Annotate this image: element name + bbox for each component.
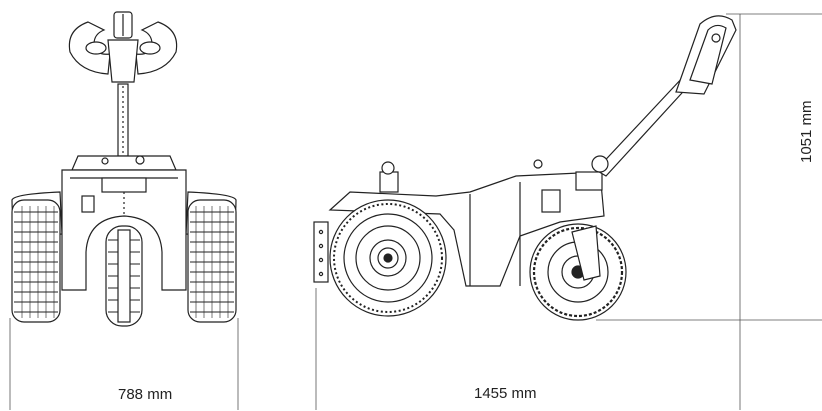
length-dimension-label: 1455 mm <box>474 385 537 402</box>
front-chassis-top <box>71 155 177 171</box>
dimension-lines <box>9 13 822 410</box>
width-dimension-label: 788 mm <box>118 386 173 403</box>
front-view <box>11 11 237 327</box>
side-tiller <box>591 15 737 177</box>
front-tiller-shaft <box>117 83 129 157</box>
side-rear-bumper <box>313 221 329 283</box>
side-view <box>313 15 737 321</box>
front-left-wheel <box>11 199 61 323</box>
side-small-wheel <box>529 223 627 321</box>
front-handle <box>68 11 178 83</box>
front-center-wheel <box>105 225 143 327</box>
side-large-wheel <box>329 199 447 317</box>
height-dimension-label: 1051 mm <box>798 100 815 163</box>
front-right-wheel <box>187 199 237 323</box>
